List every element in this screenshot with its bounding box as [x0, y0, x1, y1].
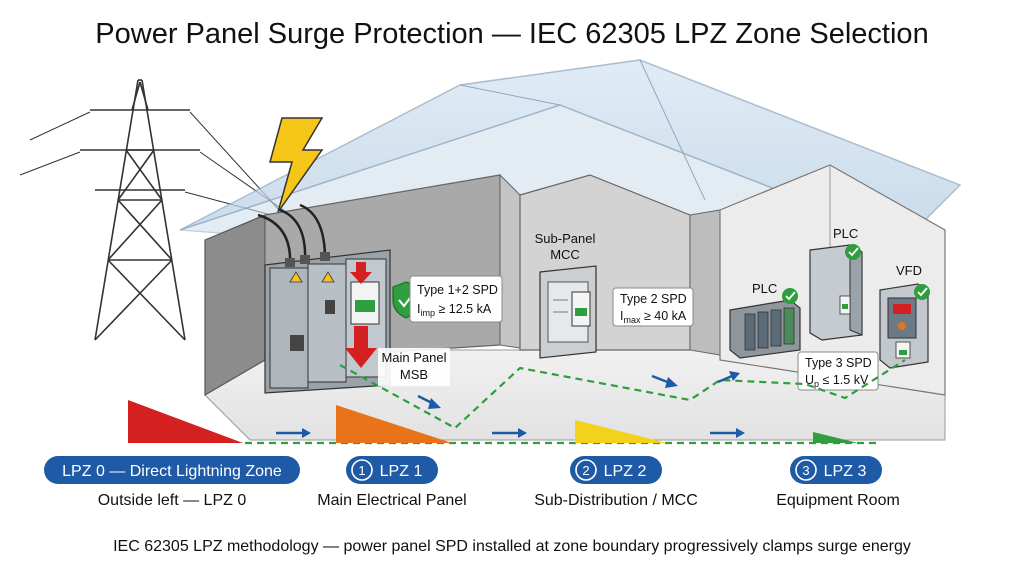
spd1-value: ≥ 12.5 kA: [435, 302, 492, 316]
svg-text:Type 3 SPD: Type 3 SPD: [805, 356, 872, 370]
energy-wedge-lpz3: [813, 432, 858, 443]
spd3-label: Type 3 SPD Up ≤ 1.5 kV: [797, 351, 879, 391]
page-title: Power Panel Surge Protection — IEC 62305…: [95, 18, 929, 50]
main-panel-msb: [257, 203, 391, 394]
svg-text:VFD: VFD: [896, 263, 922, 278]
svg-text:1: 1: [358, 463, 365, 478]
svg-text:PLC: PLC: [833, 226, 858, 241]
svg-text:LPZ 1: LPZ 1: [380, 463, 423, 480]
surge-path: [245, 359, 906, 445]
spd1-title: Type 1+2 SPD: [417, 283, 498, 297]
svg-text:LPZ 2: LPZ 2: [604, 463, 647, 480]
plc-cabinet-b: PLC: [809, 226, 863, 341]
main-panel-label: Main Panel MSB: [378, 348, 450, 386]
zone-badge-lpz0: LPZ 0 — Direct Lightning Zone: [44, 456, 300, 484]
svg-text:Up ≤ 1.5 kV: Up ≤ 1.5 kV: [805, 373, 869, 389]
svg-text:Imax ≥ 40 kA: Imax ≥ 40 kA: [620, 309, 687, 325]
sub-panel-mcc: Sub-Panel MCC: [535, 231, 597, 359]
zone-description-lpz2: Sub-Distribution / MCC: [534, 492, 698, 509]
spd1-label: Type 1+2 SPD Iimp ≥ 12.5 kA: [409, 275, 503, 323]
vfd-unit: VFD: [879, 263, 930, 369]
svg-text:LPZ 0 — Direct Lightning Zone: LPZ 0 — Direct Lightning Zone: [62, 463, 282, 480]
svg-text:LPZ 3: LPZ 3: [824, 463, 867, 480]
spd2-label: Type 2 SPD Imax ≥ 40 kA: [612, 287, 694, 327]
zone-description-lpz0: Outside left — LPZ 0: [97, 492, 247, 509]
svg-text:MSB: MSB: [400, 367, 428, 382]
zone-description-lpz1: Main Electrical Panel: [317, 492, 467, 509]
diagram-caption: IEC 62305 LPZ methodology — power panel …: [113, 538, 911, 555]
svg-text:Type 2 SPD: Type 2 SPD: [620, 292, 687, 306]
energy-wedge-lpz2: [575, 420, 667, 443]
svg-text:MCC: MCC: [550, 247, 580, 262]
spd1-symbol: I: [417, 302, 420, 316]
spd1-subscript: imp: [420, 308, 435, 318]
zone-badge-lpz1: 1 LPZ 1: [346, 456, 438, 484]
surge-direction-arrows: [276, 371, 745, 438]
plc-rack-a: PLC: [729, 281, 801, 359]
svg-text:Main Panel: Main Panel: [381, 350, 446, 365]
svg-text:Sub-Panel: Sub-Panel: [535, 231, 596, 246]
zone-description-lpz3: Equipment Room: [776, 492, 900, 509]
zone-badge-lpz3: 3 LPZ 3: [790, 456, 882, 484]
energy-wedge-lpz1: [336, 405, 452, 443]
svg-text:2: 2: [582, 463, 589, 478]
svg-text:3: 3: [802, 463, 809, 478]
svg-text:PLC: PLC: [752, 281, 777, 296]
lightning-bolt-icon: [269, 117, 324, 213]
svg-text:Iimp ≥ 12.5 kA: Iimp ≥ 12.5 kA: [417, 302, 492, 318]
energy-wedge-lpz0: [128, 400, 243, 443]
zone-badge-lpz2: 2 LPZ 2: [570, 456, 662, 484]
